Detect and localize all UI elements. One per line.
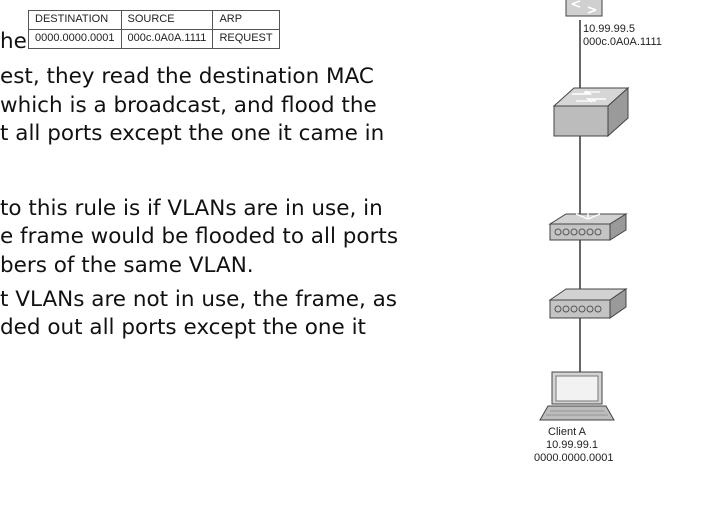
client-ip-label: 10.99.99.1	[546, 439, 598, 451]
frame-value-row: 0000.0000.0001 000c.0A0A.1111 REQUEST	[28, 29, 280, 49]
frame-value-destination: 0000.0000.0001	[28, 29, 122, 49]
text-line-1: he	[0, 29, 27, 54]
diagram-svg	[539, 0, 630, 421]
frame-header-row: DESTINATION SOURCE ARP	[28, 10, 280, 30]
frame-header-destination: DESTINATION	[28, 10, 122, 30]
text-line-2: est, they read the destination MAC	[0, 64, 374, 89]
frame-value-source: 000c.0A0A.1111	[120, 29, 214, 49]
network-diagram: 10.99.99.5 000c.0A0A.1111 Client A 10.99…	[490, 0, 704, 515]
router-mac-label: 000c.0A0A.1111	[583, 36, 662, 48]
laptop-icon	[539, 371, 615, 421]
frame-header-type: ARP	[212, 10, 280, 30]
router-ip-label: 10.99.99.5	[583, 23, 635, 35]
hub-icon	[548, 288, 628, 319]
arp-frame-table: DESTINATION SOURCE ARP 0000.0000.0001 00…	[28, 10, 280, 49]
text-line-4: t all ports except the one it came in	[0, 121, 385, 146]
router-icon	[565, 0, 603, 17]
switch-icon	[552, 86, 630, 138]
text-line-5: to this rule is if VLANs are in use, in	[0, 196, 383, 221]
client-name-label: Client A	[548, 426, 586, 438]
client-mac-label: 0000.0000.0001	[534, 452, 614, 464]
frame-header-source: SOURCE	[120, 10, 214, 30]
hub-icon	[548, 212, 628, 241]
text-line-7: bers of the same VLAN.	[0, 253, 254, 278]
text-line-9: ded out all ports except the one it	[0, 315, 366, 340]
text-line-3: which is a broadcast, and flood the	[0, 93, 377, 118]
text-line-8: t VLANs are not in use, the frame, as	[0, 287, 397, 312]
frame-value-type: REQUEST	[212, 29, 280, 49]
text-line-6: e frame would be flooded to all ports	[0, 224, 399, 249]
